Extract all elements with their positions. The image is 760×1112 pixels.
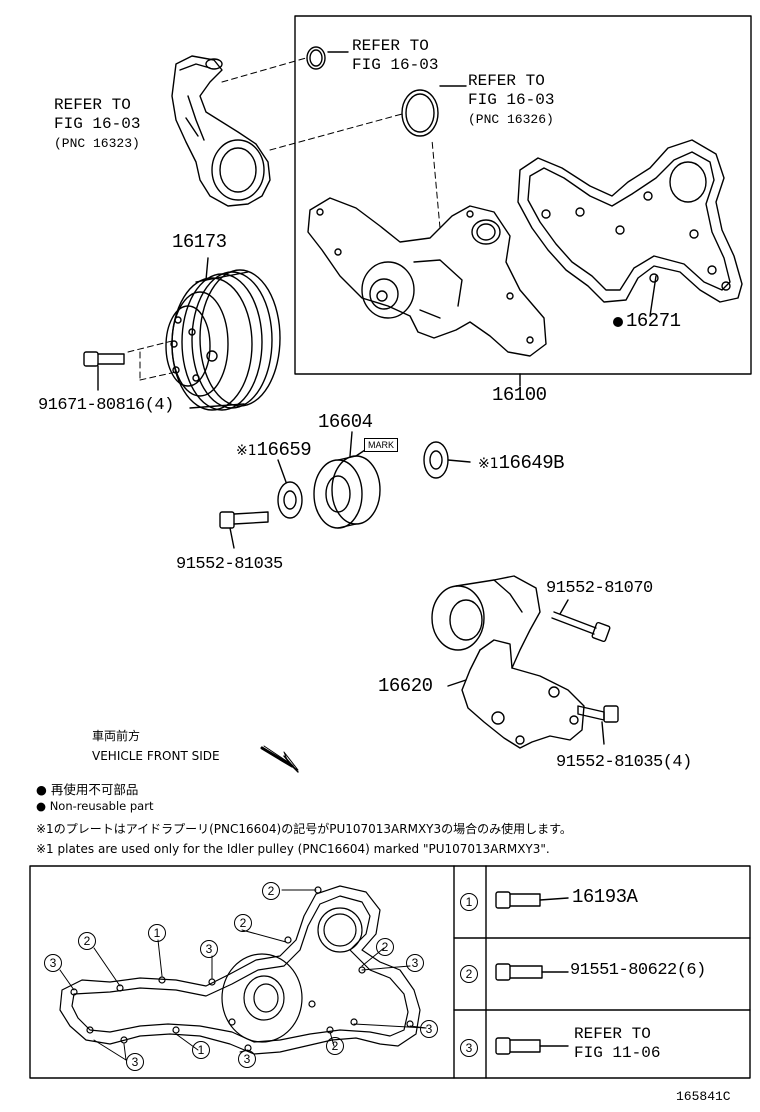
water-inlet-housing-drawing: [171, 55, 271, 207]
tensioner-drawing: [431, 575, 585, 749]
callout-3: 3: [126, 1053, 144, 1071]
water-pump-assembly-frame: [294, 15, 752, 375]
o-ring-large-drawing: [401, 89, 439, 137]
callout-3: 3: [238, 1050, 256, 1068]
table-refer-fig-11-06: REFER TO FIG 11-06: [574, 1025, 661, 1062]
nonreusable-dot: [613, 317, 623, 327]
part-number-16649b-label: ※116649B: [478, 452, 565, 474]
pulley-bolt-drawing: [83, 351, 125, 367]
tensioner-bolt-long-drawing: [551, 611, 611, 643]
callout-3: 3: [420, 1020, 438, 1038]
part-number-16100: 16100: [492, 384, 547, 406]
plate-16649b-drawing: [423, 441, 449, 479]
bullet-dot-icon: ●: [36, 799, 47, 813]
callout-3: 3: [200, 940, 218, 958]
callout-3: 3: [406, 954, 424, 972]
nonreusable-note-en: ● Non-reusable part: [36, 799, 154, 813]
pulley-drawing: [165, 269, 281, 411]
part-number-91552-81070: 91552-81070: [546, 579, 653, 598]
part-number-91552-81035-4: 91552-81035(4): [556, 753, 692, 772]
callout-2: 2: [376, 938, 394, 956]
table-key-2: 2: [460, 965, 478, 983]
refer-fig-label: REFER TO FIG 16-03 (PNC 16326): [468, 72, 555, 127]
part-number-91671: 91671-80816(4): [38, 396, 174, 415]
callout-2: 2: [326, 1037, 344, 1055]
idler-pulley-drawing: [313, 447, 381, 529]
idler-bolt-drawing: [219, 511, 269, 529]
part-number-16604: 16604: [318, 411, 373, 433]
callout-3: 3: [44, 954, 62, 972]
plate-note-en: ※1 plates are used only for the Idler pu…: [36, 842, 550, 856]
bolt-table-icons: [495, 891, 569, 1055]
water-pump-drawing: [307, 197, 547, 357]
bullet-dot-icon: ●: [36, 782, 47, 797]
part-number-16659-label: ※116659: [236, 439, 312, 461]
table-key-1: 1: [460, 893, 478, 911]
o-ring-small-drawing: [306, 46, 326, 70]
callout-2: 2: [78, 932, 96, 950]
bolt-location-frame: [29, 865, 751, 1079]
mark-label: MARK: [364, 438, 399, 452]
part-number-16173: 16173: [172, 231, 227, 253]
nonreusable-note-jp: ● 再使用不可部品: [36, 782, 139, 797]
callout-1: 1: [148, 924, 166, 942]
vehicle-front-jp: 車両前方: [92, 729, 141, 743]
part-number-91552-81035: 91552-81035: [176, 555, 283, 574]
refer-fig-label: REFER TO FIG 16-03 (PNC 16323): [54, 96, 141, 151]
gasket-drawing: [517, 139, 743, 303]
figure-id: 165841C: [676, 1089, 731, 1104]
table-key-3: 3: [460, 1039, 478, 1057]
part-number-16271: 16271: [626, 310, 681, 332]
part-number-16620: 16620: [378, 675, 433, 697]
vehicle-front-en: VEHICLE FRONT SIDE: [92, 749, 220, 763]
bolt-location-drawing: [59, 885, 421, 1055]
table-part-91551-80622: 91551-80622(6): [570, 961, 706, 980]
refer-fig-label: REFER TO FIG 16-03: [352, 37, 439, 74]
callout-2: 2: [262, 882, 280, 900]
plate-note-jp: ※1のプレートはアイドラプーリ(PNC16604)の記号がPU107013ARM…: [36, 822, 572, 836]
table-part-16193a: 16193A: [572, 886, 638, 908]
callout-2: 2: [234, 914, 252, 932]
plate-16659-drawing: [277, 481, 303, 519]
tensioner-bolt-short-drawing: [577, 705, 619, 723]
callout-1: 1: [192, 1041, 210, 1059]
